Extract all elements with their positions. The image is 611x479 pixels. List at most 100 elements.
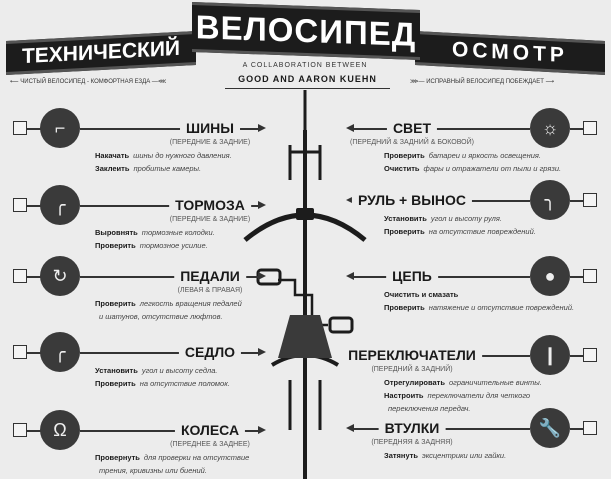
instruction-text: трения, кривизны или биений.: [99, 466, 207, 475]
item-title: РУЛЬ + ВЫНОС: [351, 191, 473, 209]
checkbox[interactable]: [583, 193, 597, 207]
instruction-line: Затянуть эксцентрики или гайки.: [384, 449, 594, 462]
pointer-line: [80, 128, 258, 130]
item-subtitle: (ПЕРЕДНИЕ & ЗАДНИЕ): [169, 139, 251, 146]
checkbox[interactable]: [13, 423, 27, 437]
instruction-text: эксцентрики или гайки.: [422, 451, 507, 460]
arrow-head-icon: [346, 196, 354, 204]
instruction-text: фары и отражатели от пыли и грязи.: [423, 164, 562, 173]
ribbon-right: ОСМОТР: [415, 31, 605, 75]
bike-diagram: [243, 90, 367, 479]
pointer-line: [352, 276, 530, 278]
collab-text: A COLLABORATION BETWEEN: [242, 62, 368, 69]
instruction-text: пробитые камеры.: [133, 164, 202, 173]
connector-line: [27, 352, 41, 354]
item-subtitle: (ПЕРЕДНИЕ & ЗАДНИЕ): [169, 216, 251, 223]
instruction-text: переключатели для четкого: [427, 391, 531, 400]
item-title: ПЕРЕКЛЮЧАТЕЛИ: [342, 346, 482, 364]
checklist-item: ☼ СВЕТ(ПЕРЕДНИЙ & ЗАДНИЙ & БОКОВОЙ)Прове…: [306, 108, 611, 173]
checkbox[interactable]: [583, 121, 597, 135]
pointer-line: [80, 352, 258, 354]
arrow-head-icon: [258, 426, 266, 434]
checklist-item: ❙ ПЕРЕКЛЮЧАТЕЛИ(ПЕРЕДНИЙ & ЗАДНИЙ)Отрегу…: [306, 335, 611, 413]
instruction-text: шины до нужного давления.: [133, 151, 232, 160]
instruction-verb: Проверить: [384, 303, 425, 312]
item-title: КОЛЕСА: [174, 421, 246, 439]
checkbox[interactable]: [583, 269, 597, 283]
instruction-verb: Очистить: [384, 164, 420, 173]
checkbox[interactable]: [583, 421, 597, 435]
item-subtitle: (ПЕРЕДНИЙ & ЗАДНИЙ): [371, 366, 453, 373]
allen-key-icon: ╮: [530, 180, 570, 220]
connector-line: [27, 276, 41, 278]
instruction-verb: Накачать: [95, 151, 130, 160]
allen-key-icon: ╭: [40, 185, 80, 225]
checkbox[interactable]: [583, 348, 597, 362]
connector-line: [570, 128, 584, 130]
tagline-left: ⟵ ЧИСТЫЙ ВЕЛОСИПЕД - КОМФОРТНАЯ ЕЗДА —⋘: [10, 79, 167, 85]
instruction-verb: Выровнять: [95, 228, 138, 237]
checkbox[interactable]: [13, 198, 27, 212]
pedal-right: [328, 316, 354, 334]
item-subtitle: (ПЕРЕДНИЙ & ЗАДНИЙ & БОКОВОЙ): [350, 139, 474, 146]
allen-key-icon: ╭: [40, 332, 80, 372]
spoke-wrench-icon: Ω: [40, 410, 80, 450]
rotate-icon: ↻: [40, 256, 80, 296]
instruction-text: ограничительные винты.: [448, 378, 542, 387]
instruction-text: тормозное усилие.: [139, 241, 208, 250]
checklist-item: 🔧 ВТУЛКИ (ПЕРЕДНЯЯ & ЗАДНЯЯ) Затянуть эксце…: [306, 408, 611, 460]
saddle: [278, 315, 332, 358]
checkbox[interactable]: [13, 121, 27, 135]
arrow-head-icon: [346, 272, 354, 280]
pointer-line: [80, 205, 258, 207]
stem: [296, 208, 314, 220]
item-subtitle: (ПЕРЕДНЕЕ & ЗАДНЕЕ): [170, 441, 250, 448]
instruction-verb: Затянуть: [384, 451, 418, 460]
checkbox[interactable]: [13, 269, 27, 283]
checkbox[interactable]: [13, 345, 27, 359]
item-title: ВТУЛКИ: [378, 419, 446, 437]
instruction-text: батареи и яркость освещения.: [428, 151, 541, 160]
rear-stays: [288, 380, 322, 430]
item-instructions: Затянуть эксцентрики или гайки.: [384, 449, 594, 462]
instruction-text: на отсутствие повреждений.: [428, 227, 536, 236]
screwdriver-icon: ❙: [530, 335, 570, 375]
connector-line: [570, 355, 584, 357]
connector-line: [27, 205, 41, 207]
instruction-text: для проверки на отсутствие: [143, 453, 250, 462]
connector-line: [27, 128, 41, 130]
item-title: ПЕДАЛИ: [174, 267, 246, 285]
wrench-icon: 🔧: [530, 408, 570, 448]
instruction-text: натяжение и отсутствие повреждений.: [428, 303, 575, 312]
tagline-right: ⋙— ИСПРАВНЫЙ ВЕЛОСИПЕД ПОБЕЖДАЕТ ⟶: [410, 79, 555, 85]
instruction-verb: Проверить: [95, 379, 136, 388]
item-subtitle: (ПЕРЕДНЯЯ & ЗАДНЯЯ): [371, 439, 453, 446]
item-title: ТОРМОЗА: [169, 196, 251, 214]
instruction-line: Очистить и смазать: [384, 288, 594, 301]
ribbon-title: ВЕЛОСИПЕД: [192, 2, 420, 60]
instruction-text: угол и высоту седла.: [141, 366, 218, 375]
item-title: ШИНЫ: [180, 119, 240, 137]
